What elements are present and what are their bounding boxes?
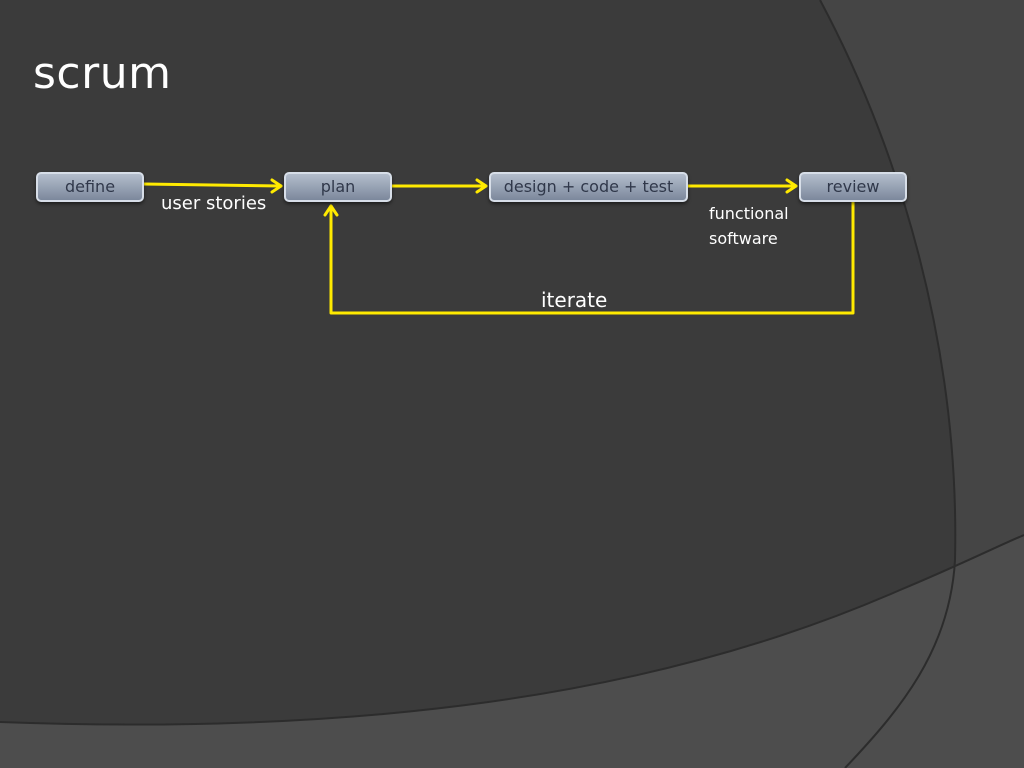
user-stories-label: user stories xyxy=(161,193,267,214)
arrow-head-build xyxy=(475,178,488,194)
step-plan-label: plan xyxy=(320,177,356,196)
step-define-label: define xyxy=(64,177,116,196)
step-plan: plan xyxy=(284,172,392,202)
functional-software-label: functional software xyxy=(709,201,789,251)
step-design-code-test-label: design + code + test xyxy=(503,177,674,196)
step-define: define xyxy=(36,172,144,202)
bottom-arc-edge xyxy=(0,534,1024,726)
arrow-head-plan xyxy=(270,178,283,194)
arrow-head-iterate xyxy=(323,204,339,217)
right-arc-edge xyxy=(819,0,957,768)
functional-software-line2: software xyxy=(709,229,778,248)
arrow-define-to-plan xyxy=(141,182,283,188)
slide-title: scrum xyxy=(33,48,172,99)
arrow-head-review xyxy=(785,178,798,194)
step-design-code-test: design + code + test xyxy=(489,172,688,202)
iterate-loop-line xyxy=(329,200,855,315)
iterate-label: iterate xyxy=(541,288,608,312)
step-review-label: review xyxy=(826,177,880,196)
functional-software-line1: functional xyxy=(709,204,789,223)
bottom-arc-shape xyxy=(0,535,1024,768)
step-review: review xyxy=(799,172,907,202)
